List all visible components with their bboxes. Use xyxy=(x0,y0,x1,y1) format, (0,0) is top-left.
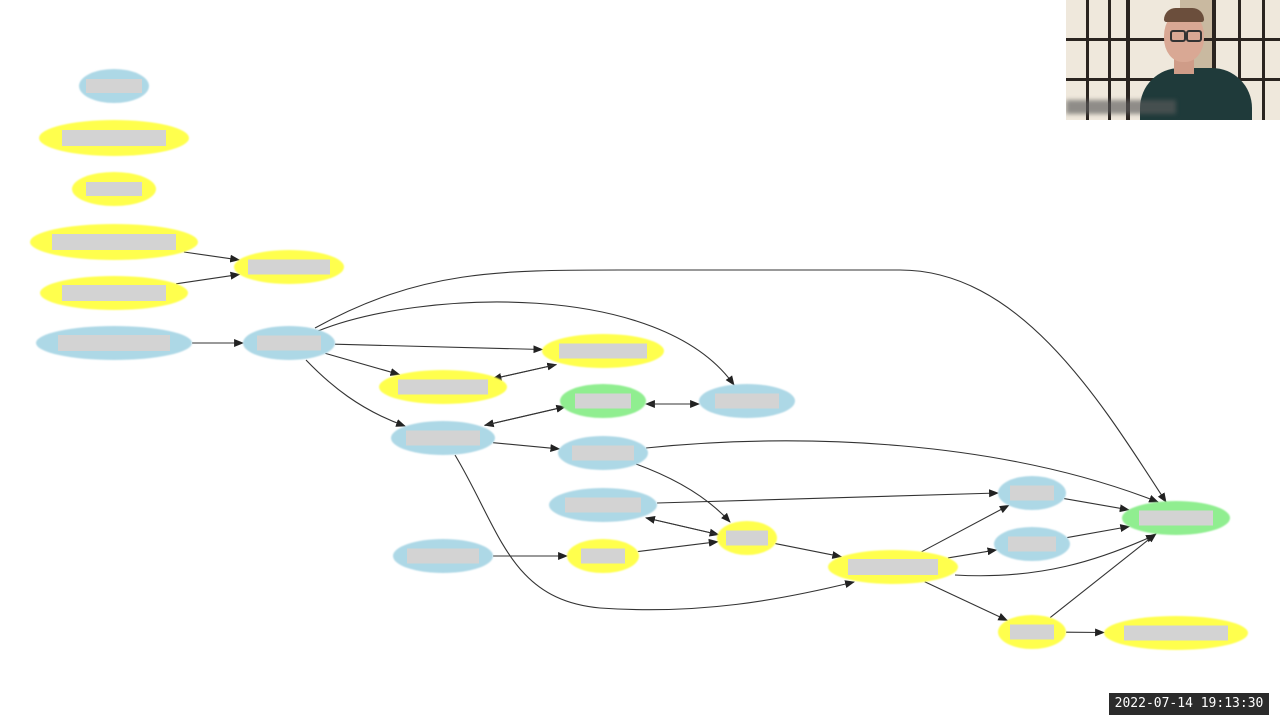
recording-timestamp: 2022-07-14 19:13:30 xyxy=(1109,693,1269,715)
node-n19[interactable] xyxy=(828,550,958,584)
redacted-label xyxy=(62,130,166,146)
edge-n20-n23 xyxy=(1064,498,1130,513)
redacted-label xyxy=(407,548,479,564)
webcam-overlay xyxy=(1066,0,1280,120)
node-n5[interactable] xyxy=(40,276,188,310)
redacted-label xyxy=(1010,624,1054,640)
redacted-label xyxy=(581,548,625,564)
node-n22[interactable] xyxy=(998,615,1066,649)
edge-n9-n10 xyxy=(491,364,557,381)
node-n17[interactable] xyxy=(567,539,639,573)
redacted-label xyxy=(86,79,142,93)
edge-n4-n7 xyxy=(183,251,241,263)
node-n4[interactable] xyxy=(30,224,198,260)
node-n3[interactable] xyxy=(72,172,156,206)
glasses-lens xyxy=(1170,30,1186,42)
shoji-frame xyxy=(1086,0,1089,120)
redacted-label xyxy=(715,393,779,409)
node-n12[interactable] xyxy=(699,384,795,418)
redacted-label xyxy=(248,259,330,275)
redacted-label xyxy=(572,445,634,461)
edge-n19-n20 xyxy=(921,504,1010,553)
node-n21[interactable] xyxy=(994,527,1070,561)
edge-n14-n18 xyxy=(635,463,731,523)
node-n10[interactable] xyxy=(379,370,507,404)
node-n8[interactable] xyxy=(243,326,335,360)
node-n23[interactable] xyxy=(1122,501,1230,535)
redacted-label xyxy=(86,182,142,196)
edge-n19-n21 xyxy=(947,547,998,559)
edge-n13-n11 xyxy=(484,404,567,426)
node-n9[interactable] xyxy=(542,334,664,368)
redacted-label xyxy=(398,379,488,395)
presenter-neck xyxy=(1174,58,1194,74)
node-n11[interactable] xyxy=(560,384,646,418)
edge-n8-n12 xyxy=(317,301,735,386)
shoji-frame xyxy=(1108,0,1111,120)
redacted-label xyxy=(1010,485,1054,501)
edge-n17-n18 xyxy=(637,538,719,553)
nodes xyxy=(30,69,1248,650)
node-n16[interactable] xyxy=(393,539,493,573)
node-n18[interactable] xyxy=(717,521,777,555)
redacted-label xyxy=(406,430,480,446)
node-n15[interactable] xyxy=(549,488,657,522)
node-n6[interactable] xyxy=(36,326,192,360)
shoji-frame xyxy=(1212,0,1216,120)
edge-n18-n19 xyxy=(775,543,843,559)
edge-n14-n23 xyxy=(645,440,1159,503)
edge-n15-n20 xyxy=(656,489,999,504)
redacted-label xyxy=(1008,536,1056,552)
redacted-label xyxy=(559,343,647,359)
node-n20[interactable] xyxy=(998,476,1066,510)
node-n13[interactable] xyxy=(391,421,495,455)
edge-n22-n23 xyxy=(1049,533,1157,619)
node-n7[interactable] xyxy=(234,250,344,284)
node-n2[interactable] xyxy=(39,120,189,156)
redacted-label xyxy=(726,530,768,546)
redacted-label xyxy=(1139,510,1213,526)
edges xyxy=(176,251,1167,637)
blurred-name-bar xyxy=(1066,100,1176,114)
edge-n8-n10 xyxy=(325,352,401,376)
redacted-label xyxy=(565,497,641,513)
redacted-label xyxy=(257,335,321,351)
edge-n19-n23 xyxy=(954,534,1156,577)
edge-n19-n22 xyxy=(924,581,1009,621)
edge-n21-n23 xyxy=(1067,524,1131,539)
edge-n8-n23 xyxy=(314,269,1167,503)
redacted-label xyxy=(848,559,938,575)
edge-n18-n15 xyxy=(645,516,719,536)
redacted-label xyxy=(575,393,631,409)
edge-n8-n13 xyxy=(305,359,406,427)
shoji-frame xyxy=(1238,0,1241,120)
node-n1[interactable] xyxy=(79,69,149,103)
redacted-label xyxy=(62,285,166,301)
edge-n13-n14 xyxy=(492,442,561,453)
edge-n8-n9 xyxy=(334,343,544,354)
presenter-hair xyxy=(1164,8,1204,22)
shoji-frame xyxy=(1126,0,1130,120)
shoji-frame xyxy=(1262,0,1265,120)
redacted-label xyxy=(58,335,170,351)
glasses-lens xyxy=(1186,30,1202,42)
edge-n13-n19 xyxy=(454,454,855,611)
edge-n5-n7 xyxy=(176,271,241,285)
redacted-label xyxy=(1124,625,1228,641)
redacted-label xyxy=(52,234,176,250)
node-n14[interactable] xyxy=(558,436,648,470)
node-n24[interactable] xyxy=(1104,616,1248,650)
